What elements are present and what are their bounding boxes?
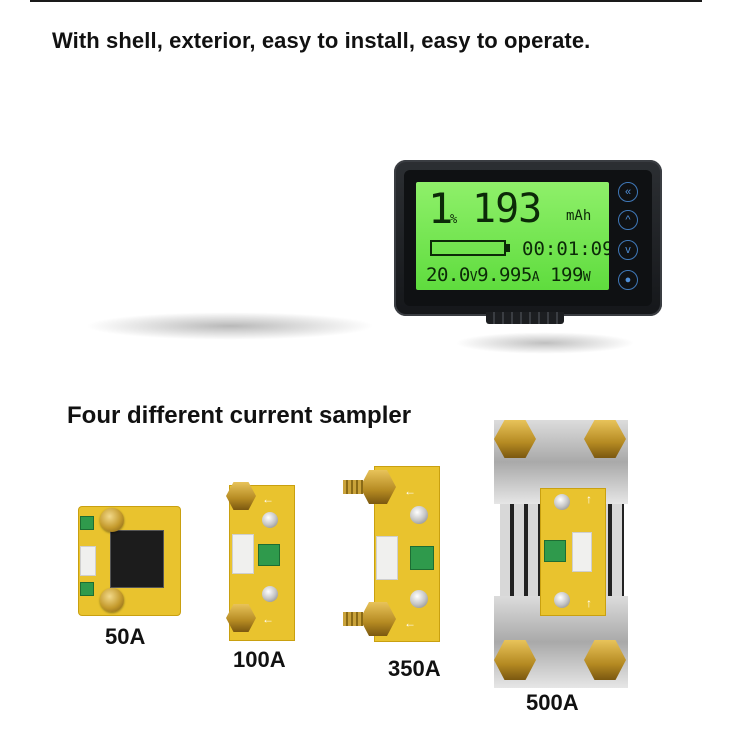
- screw: [262, 586, 278, 602]
- terminal-block: [544, 540, 566, 562]
- lcd-percent: 1: [428, 184, 454, 233]
- headline: With shell, exterior, easy to install, e…: [52, 28, 591, 53]
- screw: [554, 494, 570, 510]
- lcd-readings: 20.0V9.995A 199W: [426, 264, 591, 286]
- bolt-thread: [343, 612, 363, 626]
- lcd-voltage: 20.0: [426, 264, 470, 286]
- lcd-capacity: 193: [472, 186, 542, 232]
- sampler-100a-label: 100A: [233, 647, 286, 672]
- lcd-current: 9.995: [477, 264, 532, 286]
- sampler-350a-label: 350A: [388, 656, 441, 681]
- arrow-icon: ←: [262, 492, 274, 506]
- floor-shadow: [85, 312, 375, 340]
- terminal-block: [410, 546, 434, 570]
- battery-meter: 1 % 193 mAh 00:01:09 20.0V9.995A 199W « …: [394, 160, 662, 316]
- signal-connector: [232, 534, 254, 574]
- terminal-nut: [360, 602, 396, 636]
- chevron-down-icon: v: [618, 240, 638, 260]
- arrow-icon: ←: [404, 484, 416, 498]
- top-divider: [30, 0, 702, 2]
- lcd-time: 00:01:09: [522, 238, 609, 260]
- signal-connector: [80, 546, 96, 576]
- meter-connector: [486, 312, 564, 324]
- screw: [262, 512, 278, 528]
- battery-icon: [430, 240, 506, 256]
- lcd-capacity-unit: mAh: [566, 208, 592, 224]
- sampler-50a-label: 50A: [105, 624, 146, 649]
- screw: [410, 590, 428, 608]
- chevron-up-icon: ^: [618, 210, 638, 230]
- arrow-icon: ←: [262, 612, 274, 626]
- terminal-nut: [100, 508, 124, 532]
- section-title: Four different current sampler: [67, 402, 412, 429]
- terminal-nut: [494, 640, 536, 680]
- terminal-block: [258, 544, 280, 566]
- shunt-chip: [110, 530, 164, 588]
- arrow-icon: ←: [404, 616, 416, 630]
- lcd-percent-symbol: %: [450, 212, 458, 226]
- arrow-icon: ↑: [586, 596, 592, 610]
- signal-connector: [376, 536, 398, 580]
- terminal-nut: [226, 604, 256, 632]
- terminal-block: [80, 582, 94, 596]
- terminal-nut: [584, 420, 626, 458]
- lcd-voltage-unit: V: [469, 270, 478, 285]
- terminal-nut: [584, 640, 626, 680]
- arrow-icon: ↑: [586, 492, 592, 506]
- screw: [554, 592, 570, 608]
- lcd-power: 199: [550, 264, 583, 286]
- terminal-nut: [100, 588, 124, 612]
- lcd-screen: 1 % 193 mAh 00:01:09 20.0V9.995A 199W: [416, 182, 609, 290]
- power-icon: ●: [618, 270, 638, 290]
- screw: [410, 506, 428, 524]
- meter-shadow: [455, 332, 635, 354]
- sampler-500a-label: 500A: [526, 690, 579, 715]
- terminal-nut: [494, 420, 536, 458]
- terminal-block: [80, 516, 94, 530]
- lcd-power-unit: W: [582, 270, 591, 285]
- bolt-thread: [343, 480, 363, 494]
- battery-icon-tip: [506, 244, 510, 252]
- lcd-current-unit: A: [531, 270, 540, 285]
- signal-connector: [572, 532, 592, 572]
- chevrons-left-icon: «: [618, 182, 638, 202]
